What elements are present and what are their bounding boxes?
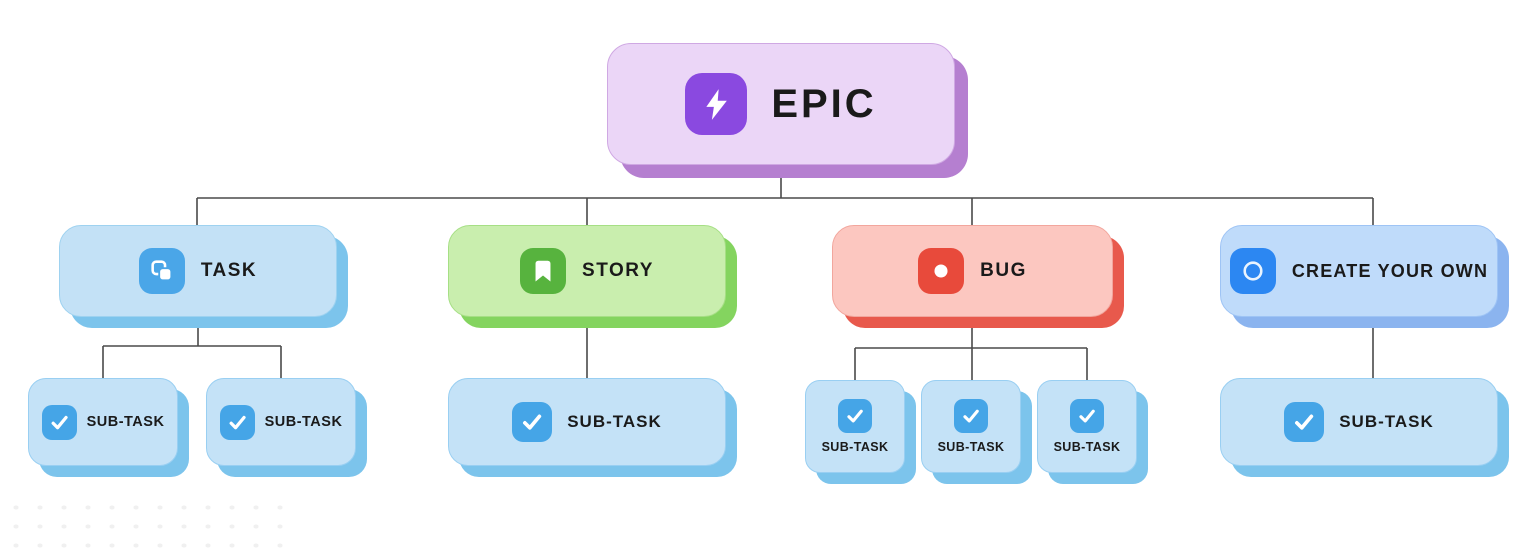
checkbox-check-icon xyxy=(954,399,988,433)
node-create-your-own: CREATE YOUR OWN xyxy=(1220,225,1498,317)
node-label: CREATE YOUR OWN xyxy=(1291,260,1489,281)
copy-squares-icon xyxy=(138,248,185,294)
bookmark-icon xyxy=(520,248,567,294)
checkbox-check-icon xyxy=(1284,402,1325,442)
node-label: SUB-TASK xyxy=(1053,440,1121,454)
checkbox-check-icon xyxy=(512,402,553,442)
node-label: SUB-TASK xyxy=(86,414,165,430)
node-subtask-bug-3: SUB-TASK xyxy=(1037,380,1137,473)
record-dot-icon xyxy=(918,248,965,294)
node-subtask-bug-2: SUB-TASK xyxy=(921,380,1021,473)
node-subtask-create-your-own: SUB-TASK xyxy=(1220,378,1498,466)
node-epic: EPIC xyxy=(607,43,955,165)
checkbox-check-icon xyxy=(41,404,77,440)
node-task: TASK xyxy=(59,225,337,317)
node-label: STORY xyxy=(582,260,654,281)
node-subtask-task-1: SUB-TASK xyxy=(28,378,178,466)
checkbox-check-icon xyxy=(219,404,255,440)
node-subtask-task-2: SUB-TASK xyxy=(206,378,356,466)
node-subtask-bug-1: SUB-TASK xyxy=(805,380,905,473)
node-bug: BUG xyxy=(832,225,1113,317)
node-label: EPIC xyxy=(771,81,877,126)
circle-outline-icon xyxy=(1229,248,1276,294)
node-label: TASK xyxy=(200,260,258,281)
checkbox-check-icon xyxy=(1070,399,1104,433)
node-label: SUB-TASK xyxy=(937,440,1005,454)
node-subtask-story: SUB-TASK xyxy=(448,378,726,466)
node-label: SUB-TASK xyxy=(264,414,343,430)
node-label: BUG xyxy=(980,260,1027,281)
node-label: SUB-TASK xyxy=(821,440,889,454)
node-story: STORY xyxy=(448,225,726,317)
node-label: SUB-TASK xyxy=(567,412,662,431)
checkbox-check-icon xyxy=(838,399,872,433)
dot-grid-decoration xyxy=(0,492,300,551)
node-label: SUB-TASK xyxy=(1339,412,1434,431)
lightning-icon xyxy=(685,73,748,135)
